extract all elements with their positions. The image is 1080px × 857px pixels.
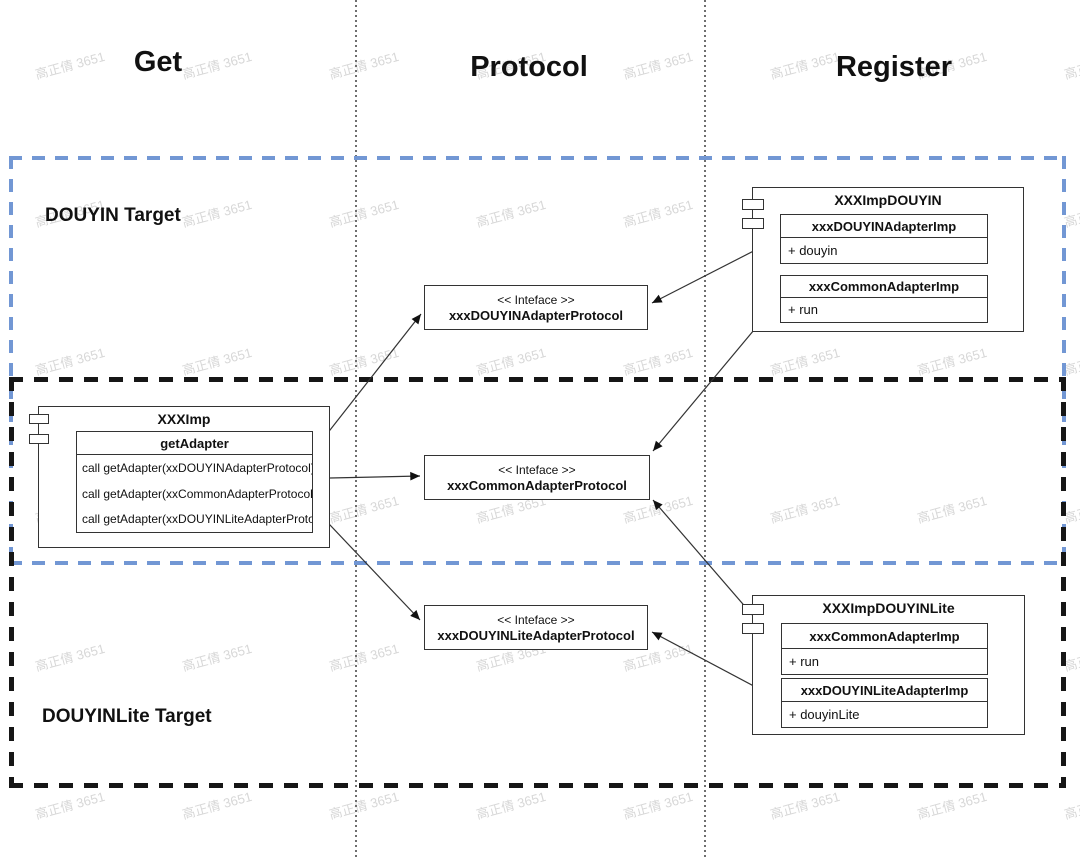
region-border — [9, 377, 14, 788]
region-border — [9, 783, 1066, 788]
region-border — [9, 156, 13, 565]
region-border — [1061, 377, 1066, 788]
watermark-text: 高正倩 3651 — [180, 788, 254, 822]
class-douyin-adapter-imp: xxxDOUYINAdapterImp + douyin — [780, 214, 988, 264]
watermark-text: 高正倩 3651 — [327, 48, 401, 82]
component-xximp-douyinlite: XXXImpDOUYINLite xxxCommonAdapterImp + r… — [742, 595, 1025, 735]
watermark-text: 高正倩 3651 — [915, 788, 989, 822]
class-member: + run — [788, 302, 818, 317]
watermark-text: 高正倩 3651 — [33, 788, 107, 822]
class-douyinlite-adapter-imp: xxxDOUYINLiteAdapterImp + douyinLite — [781, 678, 988, 728]
class-getadapter: getAdapter call getAdapter(xxDOUYINAdapt… — [76, 431, 313, 533]
component-tab-icon — [29, 434, 49, 444]
class-member: call getAdapter(xxDOUYINAdapterProtocol) — [82, 461, 312, 475]
region-border — [9, 561, 1066, 565]
class-name: xxxCommonAdapterImp — [781, 276, 987, 298]
class-name: xxxCommonAdapterImp — [782, 624, 987, 649]
component-tab-icon — [742, 218, 764, 229]
watermark-text: 高正倩 3651 — [768, 788, 842, 822]
class-name: xxxDOUYINLiteAdapterImp — [782, 679, 987, 702]
region-label-douyinlite: DOUYINLite Target — [42, 706, 212, 727]
class-member: + douyin — [788, 243, 838, 258]
class-name: getAdapter — [77, 432, 312, 455]
interface-stereotype: << Inteface >> — [497, 613, 575, 627]
component-title: XXXImp — [157, 411, 211, 427]
interface-stereotype: << Inteface >> — [497, 293, 575, 307]
component-tab-icon — [742, 199, 764, 210]
region-douyin-target: DOUYIN Target — [9, 156, 1066, 565]
class-member: + run — [789, 654, 819, 669]
watermark-text: 高正倩 3651 — [327, 788, 401, 822]
interface-douyinlite-adapter-protocol: << Inteface >> xxxDOUYINLiteAdapterProto… — [424, 605, 648, 650]
region-label-douyin: DOUYIN Target — [45, 205, 181, 226]
interface-douyin-adapter-protocol: << Inteface >> xxxDOUYINAdapterProtocol — [424, 285, 648, 330]
watermark-text: 高正倩 3651 — [1062, 789, 1080, 822]
region-border — [9, 156, 1066, 160]
class-member: call getAdapter(xxDOUYINLiteAdapterProto… — [82, 512, 312, 526]
component-tab-icon — [742, 604, 764, 615]
column-header-protocol: Protocol — [470, 51, 588, 83]
interface-name: xxxCommonAdapterProtocol — [447, 478, 627, 493]
watermark-text: 高正倩 3651 — [1062, 49, 1080, 82]
class-common-adapter-imp-lite: xxxCommonAdapterImp + run — [781, 623, 988, 675]
interface-name: xxxDOUYINAdapterProtocol — [448, 308, 624, 323]
column-header-register: Register — [835, 51, 953, 83]
class-name: xxxDOUYINAdapterImp — [781, 215, 987, 238]
component-xximp-douyin: XXXImpDOUYIN xxxDOUYINAdapterImp + douyi… — [742, 187, 1024, 332]
component-title: XXXImpDOUYIN — [834, 192, 942, 208]
column-header-get: Get — [133, 46, 183, 78]
interface-name: xxxDOUYINLiteAdapterProtocol — [437, 628, 635, 643]
interface-common-adapter-protocol: << Inteface >> xxxCommonAdapterProtocol — [424, 455, 650, 500]
region-border — [1062, 156, 1066, 565]
watermark-text: 高正倩 3651 — [474, 788, 548, 822]
region-border — [9, 377, 1066, 382]
class-member: + douyinLite — [789, 707, 860, 722]
class-member: call getAdapter(xxCommonAdapterProtocol) — [82, 487, 312, 501]
component-tab-icon — [29, 414, 49, 424]
watermark-text: 高正倩 3651 — [621, 788, 695, 822]
component-title: XXXImpDOUYINLite — [822, 600, 955, 616]
region-douyinlite-target: DOUYINLite Target — [9, 377, 1066, 788]
component-tab-icon — [742, 623, 764, 634]
class-common-adapter-imp: xxxCommonAdapterImp + run — [780, 275, 988, 323]
interface-stereotype: << Inteface >> — [498, 463, 576, 477]
component-xximp: XXXImp getAdapter call getAdapter(xxDOUY… — [29, 406, 330, 548]
